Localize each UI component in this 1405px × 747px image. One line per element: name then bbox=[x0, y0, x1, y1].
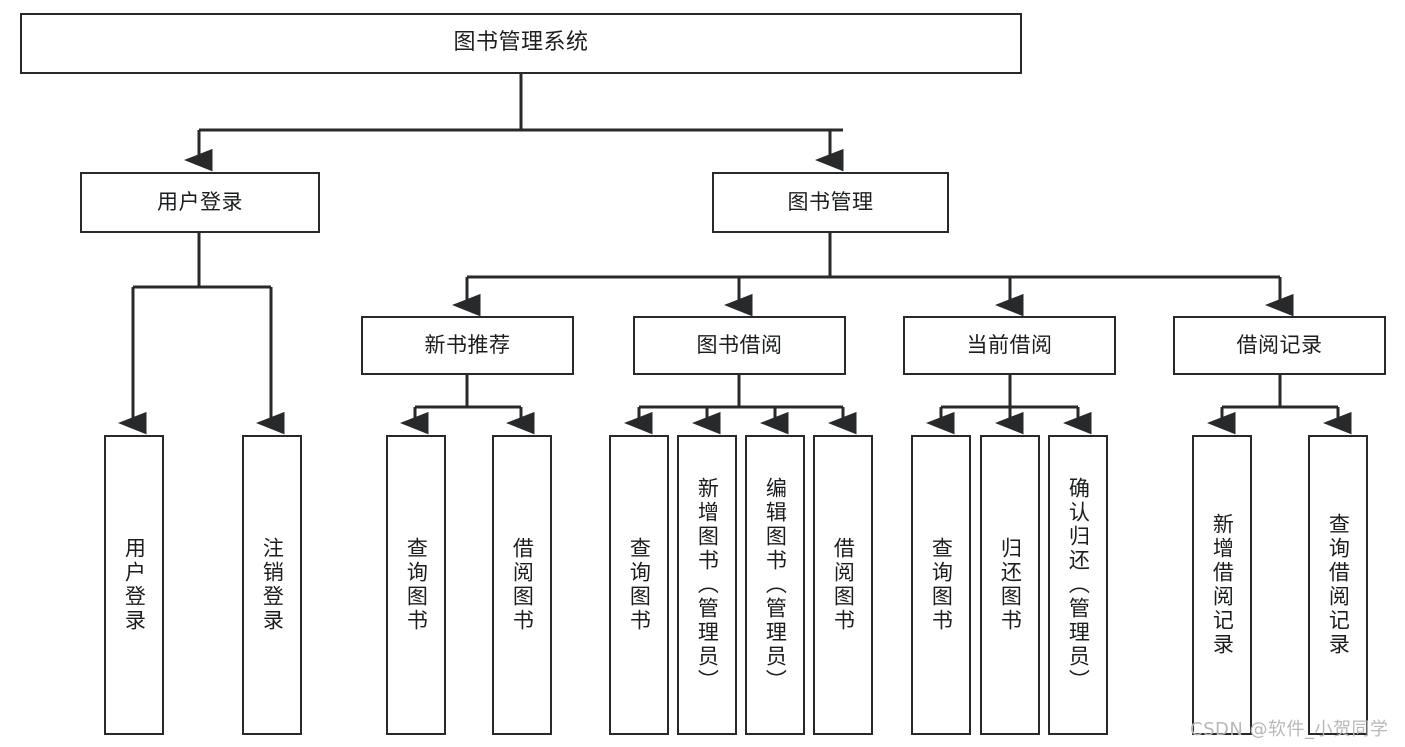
node-leaf-return-book[interactable]: 归还图书 bbox=[980, 435, 1040, 735]
node-user-login[interactable]: 用户登录 bbox=[80, 172, 320, 233]
node-leaf-borrow-book-2-label: 借阅图书 bbox=[831, 537, 856, 633]
node-leaf-edit-book-label: 编辑图书（管理员） bbox=[763, 477, 788, 693]
node-leaf-user-login[interactable]: 用户登录 bbox=[104, 435, 164, 735]
node-leaf-user-logout[interactable]: 注销登录 bbox=[242, 435, 302, 735]
node-leaf-query-book-2-label: 查询图书 bbox=[627, 537, 652, 633]
node-book-borrow-label: 图书借阅 bbox=[696, 332, 783, 357]
node-leaf-borrow-book-1[interactable]: 借阅图书 bbox=[492, 435, 552, 735]
node-leaf-confirm-return[interactable]: 确认归还（管理员） bbox=[1048, 435, 1108, 735]
node-root-label: 图书管理系统 bbox=[453, 30, 589, 56]
node-borrow-record[interactable]: 借阅记录 bbox=[1173, 316, 1386, 375]
node-leaf-add-book[interactable]: 新增图书（管理员） bbox=[677, 435, 737, 735]
node-leaf-add-record-label: 新增借阅记录 bbox=[1210, 513, 1235, 657]
csdn-watermark: CSDN @软件_小贺同学 bbox=[1190, 719, 1389, 740]
node-user-login-label: 用户登录 bbox=[157, 189, 243, 214]
node-leaf-query-book-2[interactable]: 查询图书 bbox=[609, 435, 669, 735]
node-leaf-query-book-3[interactable]: 查询图书 bbox=[911, 435, 971, 735]
node-leaf-edit-book[interactable]: 编辑图书（管理员） bbox=[745, 435, 805, 735]
node-leaf-query-record[interactable]: 查询借阅记录 bbox=[1308, 435, 1368, 735]
node-leaf-borrow-book-2[interactable]: 借阅图书 bbox=[813, 435, 873, 735]
node-leaf-add-record[interactable]: 新增借阅记录 bbox=[1192, 435, 1252, 735]
node-leaf-user-logout-label: 注销登录 bbox=[260, 537, 285, 633]
node-leaf-return-book-label: 归还图书 bbox=[998, 537, 1023, 633]
node-leaf-query-book-1-label: 查询图书 bbox=[404, 537, 429, 633]
node-new-book-recommend-label: 新书推荐 bbox=[424, 332, 511, 357]
node-root[interactable]: 图书管理系统 bbox=[20, 13, 1022, 74]
node-leaf-confirm-return-label: 确认归还（管理员） bbox=[1066, 477, 1091, 693]
node-leaf-query-book-3-label: 查询图书 bbox=[929, 537, 954, 633]
node-leaf-user-login-label: 用户登录 bbox=[122, 537, 147, 633]
node-leaf-query-record-label: 查询借阅记录 bbox=[1326, 513, 1351, 657]
node-current-borrow[interactable]: 当前借阅 bbox=[903, 316, 1116, 375]
node-leaf-add-book-label: 新增图书（管理员） bbox=[695, 477, 720, 693]
node-leaf-query-book-1[interactable]: 查询图书 bbox=[386, 435, 446, 735]
node-book-management-label: 图书管理 bbox=[787, 189, 874, 214]
node-book-management[interactable]: 图书管理 bbox=[712, 172, 949, 233]
node-leaf-borrow-book-1-label: 借阅图书 bbox=[510, 537, 535, 633]
node-borrow-record-label: 借阅记录 bbox=[1236, 332, 1323, 357]
node-new-book-recommend[interactable]: 新书推荐 bbox=[361, 316, 574, 375]
node-book-borrow[interactable]: 图书借阅 bbox=[633, 316, 846, 375]
node-current-borrow-label: 当前借阅 bbox=[966, 332, 1053, 357]
